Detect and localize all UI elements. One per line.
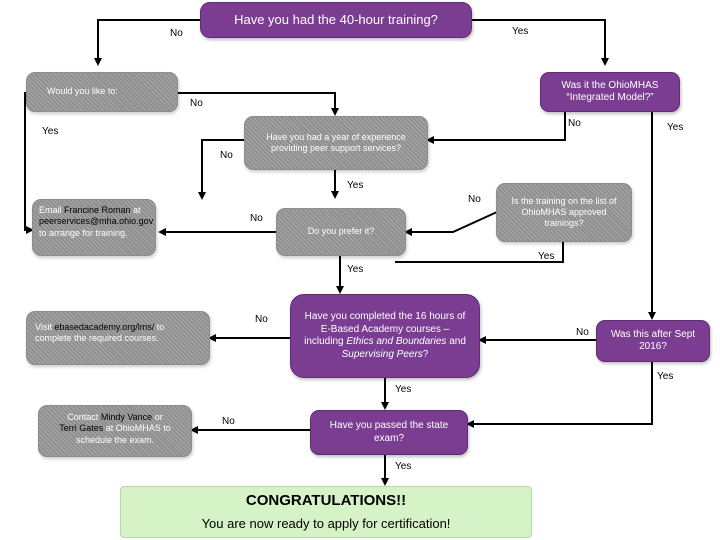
action-year-experience: Have you had a year of experience provid… [244, 116, 428, 170]
label-integ-no: No [568, 118, 581, 129]
action-would-you-like-to: Would you like to: [26, 72, 178, 112]
ebased-academy-link[interactable]: ebasedacademy.org/lms/ [54, 322, 155, 332]
question-integrated-model: Was it the OhioMHAS “Integrated Model?” [540, 72, 680, 112]
label-prefer-yes: Yes [347, 264, 364, 275]
action-training-on-list: Is the training on the list of OhioMHAS … [496, 183, 632, 242]
year-experience-text: Have you had a year of experience provid… [266, 131, 406, 153]
integrated-model-text: Was it the OhioMHAS “Integrated Model?” [561, 79, 659, 104]
terri-gates-text: Terri Gates [59, 423, 104, 434]
label-16hr-no: No [255, 314, 268, 325]
question-40-hour-training: Have you had the 40-hour training? [200, 2, 472, 38]
arrow-sept-yes [466, 362, 653, 428]
label-year-no: No [220, 150, 233, 161]
congratulations-box: CONGRATULATIONS!! You are now ready to a… [120, 486, 532, 538]
label-top-no: No [170, 28, 183, 39]
francine-name-text: Francine Roman [64, 205, 131, 215]
would-you-like-text: Would you like to: [47, 86, 118, 97]
action-visit-ebased: Visit ebasedacademy.org/lms/ to complete… [26, 311, 210, 365]
ethics-boundaries-text: Ethics and Boundaries [346, 336, 447, 347]
label-left-yes: Yes [42, 126, 59, 137]
label-top-yes: Yes [512, 26, 529, 37]
question-after-sept-2016: Was this after Sept 2016? [596, 320, 710, 362]
after-sept-text: Was this after Sept 2016? [610, 328, 696, 353]
email-suffix-text: to arrange for training. [39, 227, 128, 238]
email-prefix-text: Email [39, 205, 62, 215]
arrow-list-no [404, 211, 498, 236]
email-address-link[interactable]: peerservices@mha.ohio.gov [39, 216, 154, 227]
question-mark-text: ? [422, 348, 429, 360]
label-like-no: No [190, 98, 203, 109]
16-hours-text: Have you completed the 16 hours of E-Bas… [304, 311, 466, 347]
training-on-list-text: Is the training on the list of OhioMHAS … [511, 195, 617, 229]
action-contact-ohiomhas: Contact Mindy Vance or Terri Gates at Oh… [38, 405, 192, 457]
arrow-integ-no [426, 112, 566, 144]
arrow-list-yes [395, 242, 564, 263]
question-passed-state-exam: Have you passed the state exam? [310, 410, 468, 455]
label-list-no: No [468, 194, 481, 205]
and-text: and [449, 336, 466, 347]
label-sept-yes: Yes [657, 371, 674, 382]
label-list-yes: Yes [538, 251, 555, 262]
arrow-40hr-yes [472, 19, 609, 66]
arrow-40hr-no [94, 19, 218, 66]
mindy-vance-text: Mindy Vance [100, 412, 153, 422]
visit-suffix-text: to complete the required courses. [35, 322, 165, 344]
contact-or-text: or [154, 412, 163, 422]
action-email-francine: Email Francine Roman at peerservices@mha… [32, 199, 156, 256]
label-integ-yes: Yes [667, 122, 684, 133]
label-exam-no: No [222, 416, 235, 427]
contact-prefix-text: Contact [67, 412, 99, 422]
arrow-like-yes [24, 92, 34, 234]
contact-suffix-text: at OhioMHAS to schedule the exam. [75, 423, 171, 445]
action-do-you-prefer: Do you prefer it? [276, 208, 406, 256]
question-40-hour-text: Have you had the 40-hour training? [234, 11, 438, 27]
arrow-like-no [177, 92, 339, 116]
visit-prefix-text: Visit [35, 322, 52, 332]
do-you-prefer-text: Do you prefer it? [307, 226, 375, 237]
question-16-hours-courses: Have you completed the 16 hours of E-Bas… [290, 294, 480, 378]
label-prefer-no: No [250, 213, 263, 224]
label-16hr-yes: Yes [395, 384, 412, 395]
label-year-yes: Yes [347, 180, 364, 191]
congratulations-subtitle: You are now ready to apply for certifica… [201, 516, 451, 532]
email-at-text: at [133, 205, 141, 215]
passed-exam-text: Have you passed the state exam? [329, 420, 449, 444]
label-sept-no: No [576, 327, 589, 338]
congratulations-title: CONGRATULATIONS!! [245, 491, 407, 509]
supervising-peers-text: Supervising Peers [341, 348, 423, 360]
label-exam-yes: Yes [395, 461, 412, 472]
arrow-year-no [198, 139, 245, 200]
